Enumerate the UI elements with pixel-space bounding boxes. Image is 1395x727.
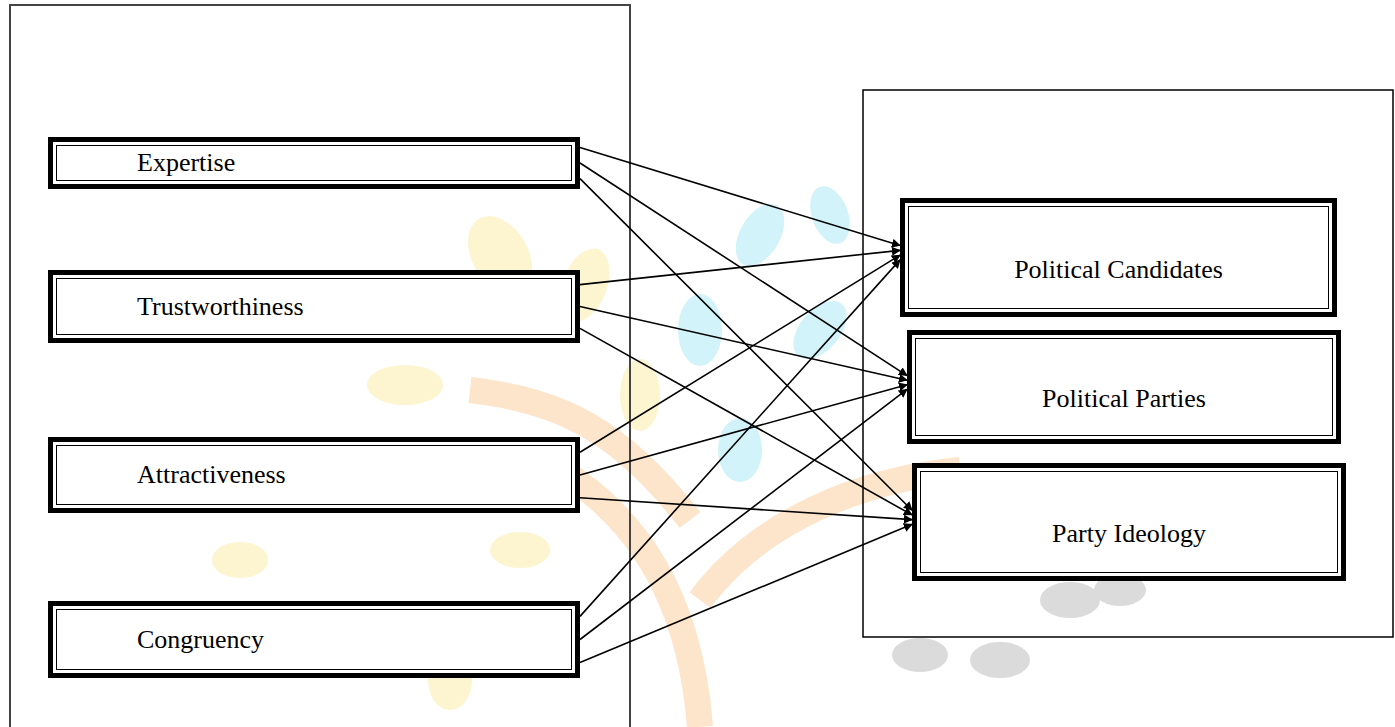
- box-label: Trustworthiness: [137, 292, 304, 322]
- concept-box: Party Ideology: [912, 463, 1346, 581]
- box-label: Attractiveness: [137, 460, 286, 490]
- box-label: Congruency: [137, 625, 264, 655]
- influence-arrow: [580, 250, 900, 284]
- influence-arrow: [580, 385, 907, 475]
- concept-box: Political Parties: [907, 330, 1341, 444]
- influence-arrow: [580, 147, 900, 245]
- concept-box: Expertise: [48, 137, 580, 189]
- concept-box: Political Candidates: [900, 198, 1337, 317]
- influence-arrow: [580, 260, 900, 617]
- influence-arrow: [580, 307, 907, 381]
- concept-box: Attractiveness: [48, 437, 580, 513]
- influence-arrow: [580, 179, 912, 511]
- influence-arrow: [580, 498, 912, 520]
- box-label: Party Ideology: [1052, 519, 1206, 549]
- concept-box: Congruency: [48, 601, 580, 678]
- box-label: Political Candidates: [1014, 255, 1223, 285]
- influence-arrow: [580, 524, 912, 662]
- influence-arrow: [580, 389, 907, 639]
- influence-arrow: [580, 255, 900, 452]
- concept-box: Trustworthiness: [48, 270, 580, 343]
- box-label: Political Parties: [1042, 384, 1206, 414]
- box-label: Expertise: [137, 148, 235, 178]
